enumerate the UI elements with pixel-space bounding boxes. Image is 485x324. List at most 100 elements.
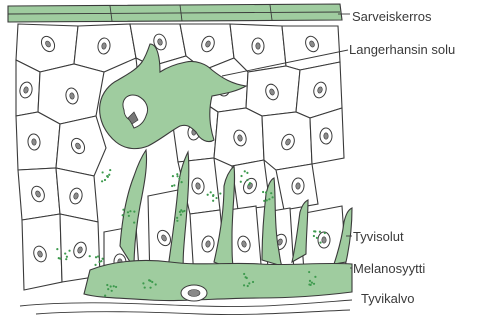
melanin-granule [314, 276, 316, 278]
melanin-granule [127, 211, 129, 213]
melanin-granule [68, 250, 70, 252]
melanin-granule [106, 175, 108, 177]
melanin-granule [56, 248, 58, 250]
melanin-granule [313, 283, 315, 285]
nucleus-core [101, 43, 106, 50]
melanin-granule [240, 181, 242, 183]
melanin-granule [142, 282, 144, 284]
melanin-granule [176, 220, 178, 222]
melanin-granule [181, 181, 183, 183]
melanin-granule [272, 196, 274, 198]
melanin-granule [94, 264, 96, 266]
melanin-granule [176, 173, 178, 175]
melanin-granule [249, 182, 251, 184]
basement-membrane [20, 300, 352, 315]
nucleus-core [296, 183, 301, 190]
melanin-granule [252, 281, 254, 283]
melanin-granule [128, 215, 130, 217]
nucleus-core [256, 43, 261, 50]
melanin-granule [107, 288, 109, 290]
melanin-granule [133, 211, 135, 213]
melanin-granule [178, 178, 180, 180]
melanin-granule [172, 175, 174, 177]
melanin-granule [319, 231, 321, 233]
melanin-granule [100, 260, 102, 262]
melanin-granule [313, 230, 315, 232]
melanin-granule [66, 256, 68, 258]
melanin-granule [210, 191, 212, 193]
melanin-granule [115, 286, 117, 288]
melanin-granule [268, 198, 270, 200]
melanin-granule [129, 210, 131, 212]
melanin-granule [246, 179, 248, 181]
melanin-granule [89, 255, 91, 257]
melanin-granule [102, 171, 104, 173]
melanin-granule [97, 255, 99, 257]
melanin-granule [219, 192, 221, 194]
melanin-granule [246, 172, 248, 174]
melanin-granule [243, 284, 245, 286]
melanin-granule [109, 169, 111, 171]
melanin-granule [65, 258, 67, 260]
melanin-granule [104, 179, 106, 181]
melanin-granule [313, 235, 315, 237]
melanin-granule [113, 285, 115, 287]
label-melanocyte: Melanosyytti [353, 261, 425, 276]
melanin-granule [59, 258, 61, 260]
label-basement-membrane: Tyvikalvo [361, 291, 414, 306]
melanin-granule [182, 211, 184, 213]
melanin-granule [144, 286, 146, 288]
melanin-granule [240, 175, 242, 177]
melanin-granule [122, 209, 124, 211]
melanin-granule [133, 221, 135, 223]
melanin-granule [311, 282, 313, 284]
nucleus-core [324, 133, 329, 139]
melanin-granule [173, 184, 175, 186]
melanin-granule [212, 194, 214, 196]
label-basal-cells: Tyvisolut [353, 229, 404, 244]
melanin-granule [102, 258, 104, 260]
melanin-granule [309, 280, 311, 282]
melanin-granule [262, 191, 264, 193]
label-stratum-corneum: Sarveiskerros [352, 9, 432, 24]
label-langerhans-cell: Langerhansin solu [349, 42, 455, 57]
melanin-granule [243, 273, 245, 275]
melanocyte-body [84, 260, 352, 300]
melanin-granule [101, 180, 103, 182]
melanin-granule [265, 191, 267, 193]
nucleus-core [31, 139, 36, 146]
melanin-granule [176, 175, 178, 177]
melanin-granule [207, 194, 209, 196]
melanin-granule [308, 271, 310, 273]
melanin-granule [106, 284, 108, 286]
melanin-granule [266, 199, 268, 201]
melanin-granule [310, 284, 312, 286]
melanin-granule [171, 185, 173, 187]
melanin-granule [110, 285, 112, 287]
melanin-granule [180, 214, 182, 216]
melanin-granule [245, 276, 247, 278]
melanin-granule [104, 294, 106, 296]
melanin-granule [95, 256, 97, 258]
melanin-granule [212, 200, 214, 202]
melanin-granule [215, 197, 217, 199]
melanin-granule [319, 242, 321, 244]
melanin-granule [149, 280, 151, 282]
melanin-granule [247, 285, 249, 287]
melanin-granule [155, 283, 157, 285]
melanin-granule [316, 237, 318, 239]
nucleus-core [322, 237, 326, 243]
melanin-granule [179, 211, 181, 213]
melanin-granule [176, 217, 178, 219]
melanin-granule [244, 170, 246, 172]
melanin-granule [64, 252, 66, 254]
melanin-granule [108, 174, 110, 176]
melanin-granule [149, 287, 151, 289]
melanin-granule [248, 282, 250, 284]
melanin-granule [263, 200, 265, 202]
melanin-granule [270, 192, 272, 194]
melanin-granule [151, 281, 153, 283]
melanin-granule [324, 232, 326, 234]
melanin-granule [111, 290, 113, 292]
